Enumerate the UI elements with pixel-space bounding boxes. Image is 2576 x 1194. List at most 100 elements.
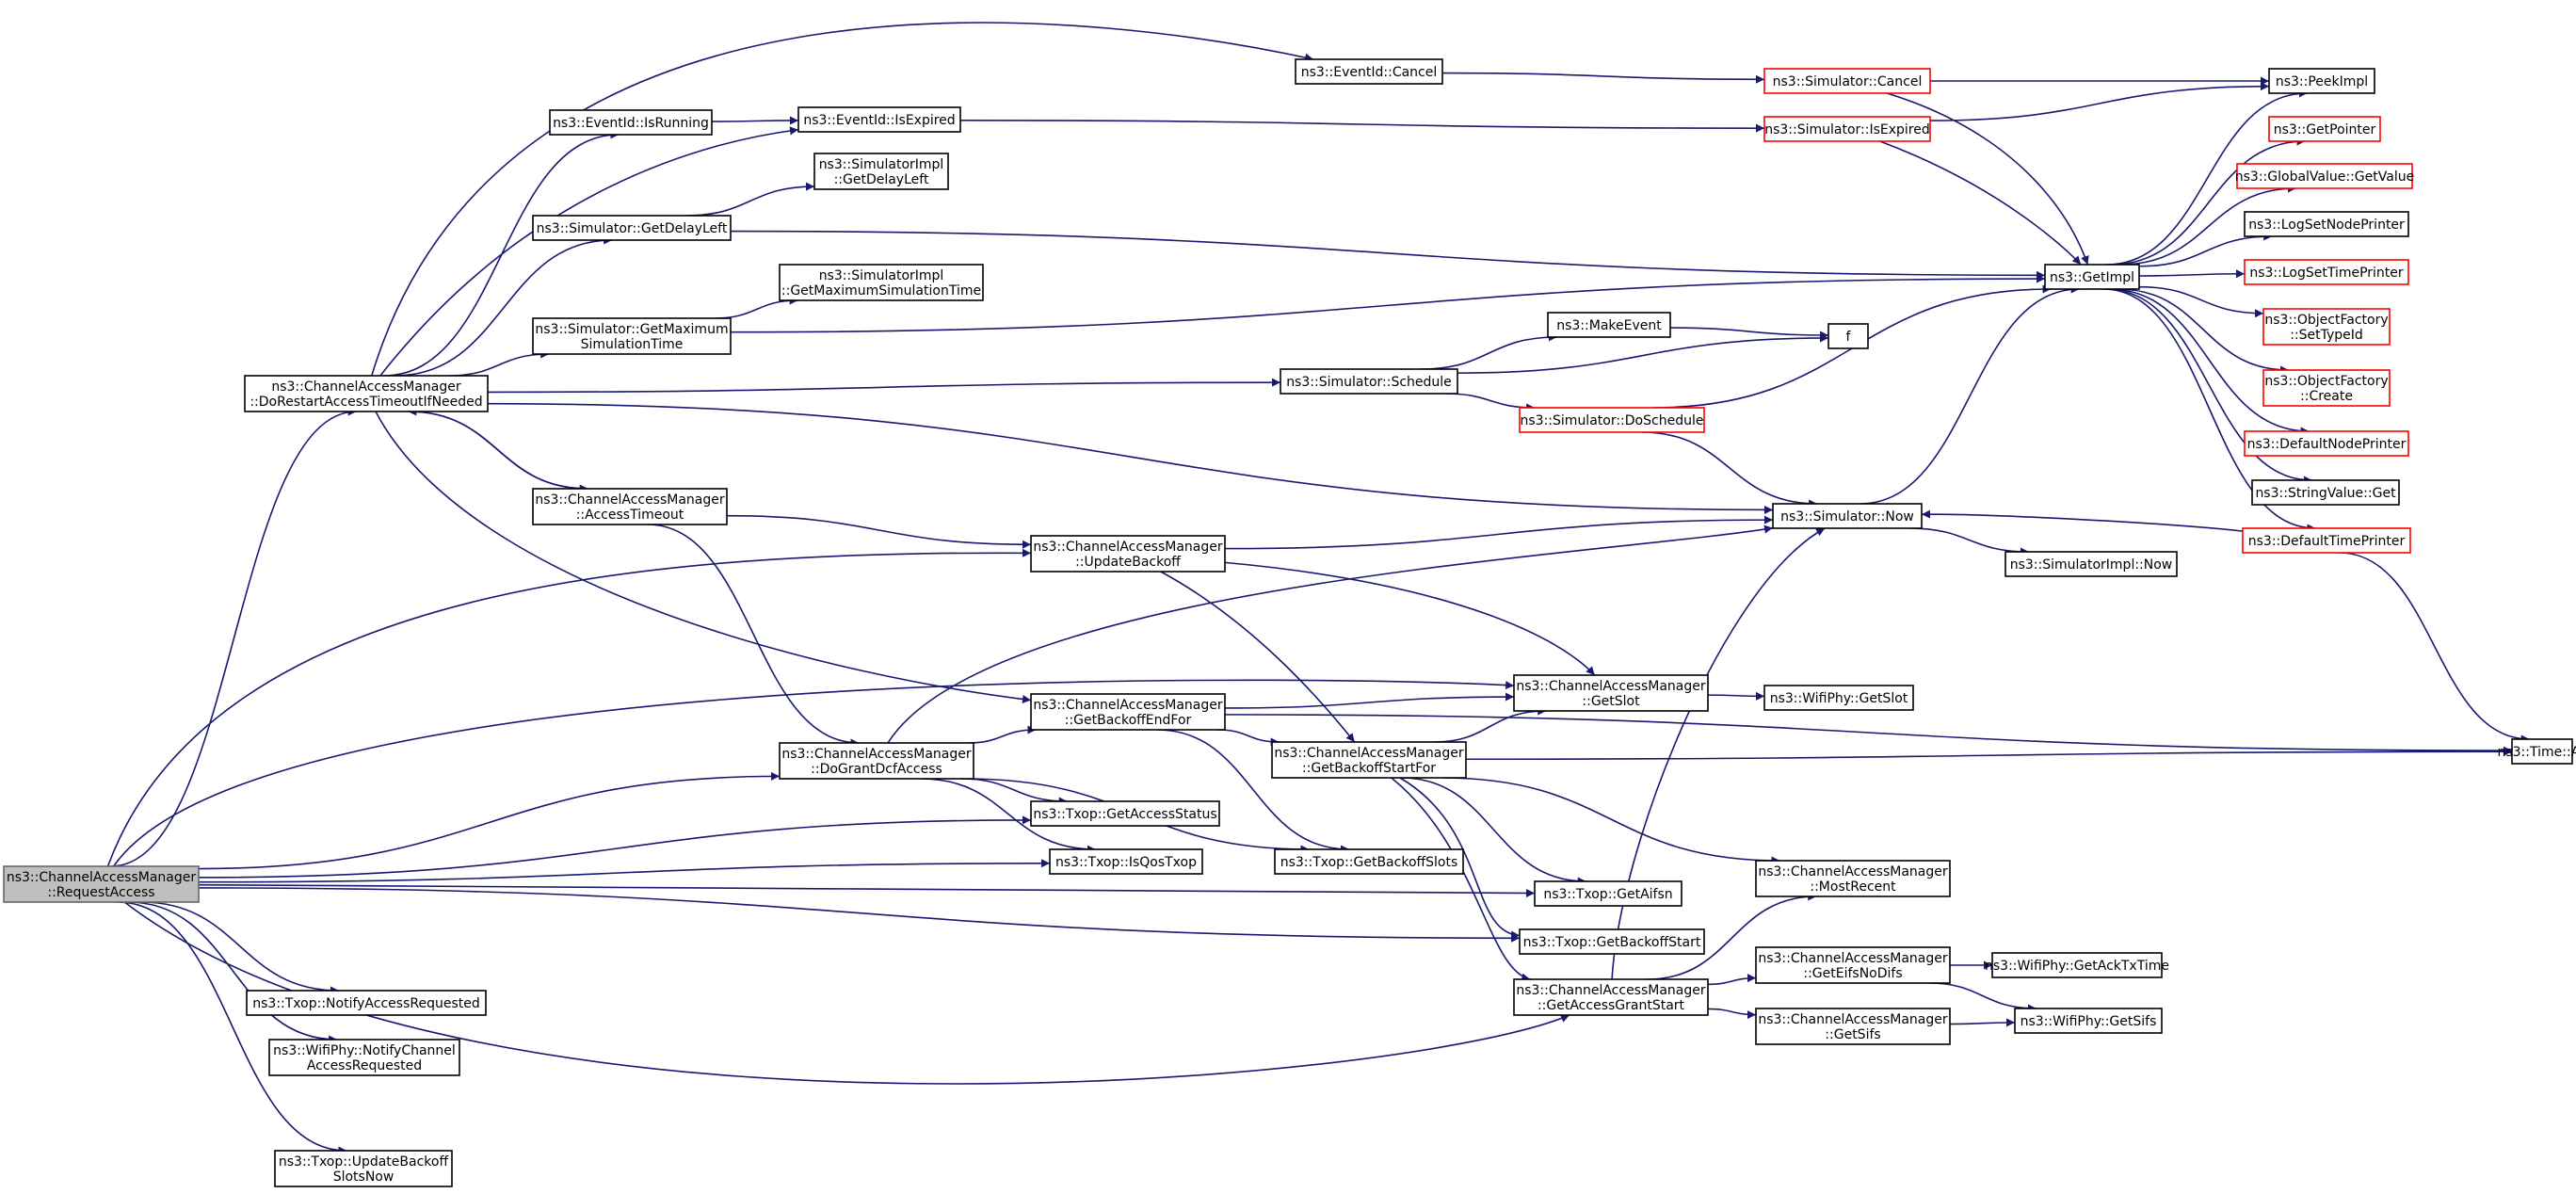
node-label: ::GetMaximumSimulationTime [781, 283, 981, 298]
node-get-slot[interactable]: ns3::ChannelAccessManager::GetSlot [1513, 674, 1709, 712]
node-txop-notify[interactable]: ns3::Txop::NotifyAccessRequested [246, 990, 487, 1016]
edge-get_access_grant-to-get_eifs [1707, 974, 1757, 986]
node-label: ns3::ChannelAccessManager [1033, 698, 1223, 713]
node-default-node-printer[interactable]: ns3::DefaultNodePrinter [2244, 430, 2409, 457]
node-label: ns3::ChannelAccessManager [1758, 951, 1948, 966]
node-access-timeout[interactable]: ns3::ChannelAccessManager::AccessTimeout [532, 488, 728, 525]
node-label: ns3::ChannelAccessManager [1516, 983, 1706, 998]
node-box [1030, 535, 1226, 573]
node-wifiphy-getslot[interactable]: ns3::WifiPhy::GetSlot [1763, 685, 1914, 711]
node-get-backoff-end[interactable]: ns3::ChannelAccessManager::GetBackoffEnd… [1030, 693, 1226, 731]
node-eventid-isexpired[interactable]: ns3::EventId::IsExpired [797, 106, 961, 133]
node-get-eifs[interactable]: ns3::ChannelAccessManager::GetEifsNoDifs [1755, 946, 1951, 984]
node-label: ::GetEifsNoDifs [1803, 966, 1902, 981]
node-txop-isqostxop[interactable]: ns3::Txop::IsQosTxop [1049, 848, 1203, 875]
node-box [1030, 800, 1220, 827]
node-get-impl[interactable]: ns3::GetImpl [2044, 264, 2140, 290]
node-sim-cancel[interactable]: ns3::Simulator::Cancel [1763, 68, 1931, 94]
node-get-sifs[interactable]: ns3::ChannelAccessManager::GetSifs [1755, 1008, 1951, 1045]
node-label: ns3::Txop::GetBackoffSlots [1280, 855, 1458, 870]
edge-get_impl-to-default_time_printer [2102, 288, 2316, 533]
node-sim-getmax[interactable]: ns3::Simulator::GetMaximumSimulationTime [532, 317, 732, 355]
node-label: ns3::Simulator::Now [1780, 509, 1914, 524]
edge-get_backoff_end-to-time_as [1224, 714, 2513, 755]
node-box [1547, 312, 1671, 338]
node-box [1772, 503, 1923, 529]
node-sim-doschedule[interactable]: ns3::Simulator::DoSchedule [1519, 407, 1705, 433]
node-label: ns3::ChannelAccessManager [1033, 540, 1223, 555]
node-txop-getbackoffstart[interactable]: ns3::Txop::GetBackoffStart [1519, 928, 1705, 955]
edge-get_backoff_start_for-to-txop_getbackoffstart [1399, 777, 1521, 940]
node-sim-schedule[interactable]: ns3::Simulator::Schedule [1280, 368, 1458, 395]
node-wifiphy-getsifs[interactable]: ns3::WifiPhy::GetSifs [2014, 1008, 2163, 1034]
node-request-access[interactable]: ns3::ChannelAccessManager::RequestAccess [3, 865, 200, 903]
node-get-pointer[interactable]: ns3::GetPointer [2268, 116, 2381, 142]
node-log-time-printer[interactable]: ns3::LogSetTimePrinter [2244, 259, 2409, 285]
node-f[interactable]: f [1827, 323, 1869, 349]
node-label: ns3::Time::As [2497, 745, 2576, 760]
edge-eventid_isexpired-to-sim_isexpired [959, 120, 1765, 133]
node-get-backoff-start-for[interactable]: ns3::ChannelAccessManager::GetBackoffSta… [1271, 741, 1467, 779]
edge-sim_cancel-to-get_impl [1887, 92, 2089, 266]
node-label: ns3::StringValue::Get [2255, 486, 2396, 501]
node-box [1519, 928, 1705, 955]
node-label: ::GetBackoffStartFor [1302, 761, 1436, 776]
node-label: ns3::ChannelAccessManager [1758, 1012, 1948, 1027]
node-eventid-cancel[interactable]: ns3::EventId::Cancel [1295, 58, 1443, 85]
node-label: ns3::WifiPhy::NotifyChannel [273, 1043, 456, 1058]
node-of-create[interactable]: ns3::ObjectFactory::Create [2262, 369, 2391, 407]
node-label: ns3::SimulatorImpl::Now [2010, 557, 2173, 573]
node-time-as[interactable]: ns3::Time::As [2497, 738, 2576, 765]
edge-do_restart-to-sim_getdelayleft [394, 235, 613, 377]
node-label: ::DoGrantDcfAccess [811, 762, 942, 777]
node-stringvalue-get[interactable]: ns3::StringValue::Get [2251, 479, 2400, 506]
node-make-event[interactable]: ns3::MakeEvent [1547, 312, 1671, 338]
node-box [813, 153, 949, 190]
edge-get_sifs-to-wifiphy_getsifs [1949, 1018, 2016, 1027]
node-label: ns3::EventId::IsExpired [803, 113, 955, 128]
node-label: ns3::DefaultNodePrinter [2247, 437, 2407, 452]
edge-sim_doschedule-to-sim_now [1641, 431, 1818, 508]
node-do-restart[interactable]: ns3::ChannelAccessManager::DoRestartAcce… [244, 375, 489, 412]
edge-do_restart-to-sim_schedule [487, 378, 1281, 394]
node-label: ns3::ChannelAccessManager [535, 492, 725, 508]
edge-update_backoff-to-sim_now [1224, 515, 1774, 550]
edge-get_impl-to-of_settypeid [2138, 285, 2264, 318]
node-simimpl-now[interactable]: ns3::SimulatorImpl::Now [2004, 551, 2178, 577]
node-label: ns3::LogSetNodePrinter [2248, 218, 2405, 233]
node-sim-isexpired[interactable]: ns3::Simulator::IsExpired [1763, 116, 1931, 142]
node-txop-getbackoffslots[interactable]: ns3::Txop::GetBackoffSlots [1274, 848, 1464, 875]
node-wifiphy-getacktxtime[interactable]: ns3::WifiPhy::GetAckTxTime [1985, 952, 2169, 978]
node-global-getvalue[interactable]: ns3::GlobalValue::GetValue [2235, 163, 2414, 189]
node-simimpl-getdelayleft[interactable]: ns3::SimulatorImpl::GetDelayLeft [813, 153, 949, 190]
node-txop-getaifsn[interactable]: ns3::Txop::GetAifsn [1534, 880, 1682, 907]
node-box [797, 106, 961, 133]
node-update-backoff[interactable]: ns3::ChannelAccessManager::UpdateBackoff [1030, 535, 1226, 573]
node-label: ns3::SimulatorImpl [819, 157, 944, 172]
edge-make_event-to-f [1669, 327, 1829, 340]
node-of-settypeid[interactable]: ns3::ObjectFactory::SetTypeId [2262, 308, 2391, 346]
node-layer: ns3::ChannelAccessManager::RequestAccess… [3, 58, 2576, 1187]
node-label: ns3::MakeEvent [1556, 318, 1662, 333]
edge-get_impl-to-default_node_printer [2109, 288, 2310, 436]
node-most-recent[interactable]: ns3::ChannelAccessManager::MostRecent [1755, 860, 1951, 897]
node-label: ns3::GetImpl [2050, 270, 2134, 285]
node-txop-getaccessstatus[interactable]: ns3::Txop::GetAccessStatus [1030, 800, 1220, 827]
node-do-grant[interactable]: ns3::ChannelAccessManager::DoGrantDcfAcc… [779, 742, 974, 780]
node-peek-impl[interactable]: ns3::PeekImpl [2268, 68, 2375, 94]
node-wifiphy-notify[interactable]: ns3::WifiPhy::NotifyChannelAccessRequest… [268, 1039, 460, 1076]
edge-sim_getdelayleft-to-simimpl_getdelayleft [685, 182, 815, 217]
node-label: ns3::WifiPhy::GetAckTxTime [1985, 959, 2169, 974]
node-get-access-grant[interactable]: ns3::ChannelAccessManager::GetAccessGran… [1513, 978, 1709, 1016]
node-sim-getdelayleft[interactable]: ns3::Simulator::GetDelayLeft [532, 215, 732, 241]
edge-get_impl-to-stringvalue_get [2105, 288, 2312, 485]
node-eventid-isrunning[interactable]: ns3::EventId::IsRunning [549, 109, 713, 136]
node-sim-now[interactable]: ns3::Simulator::Now [1772, 503, 1923, 529]
node-box [1280, 368, 1458, 395]
edge-get_impl-to-of_create [2117, 288, 2289, 375]
node-box [1755, 860, 1951, 897]
node-log-node-printer[interactable]: ns3::LogSetNodePrinter [2244, 211, 2409, 237]
node-default-time-printer[interactable]: ns3::DefaultTimePrinter [2242, 527, 2411, 554]
node-simimpl-getmax[interactable]: ns3::SimulatorImpl::GetMaximumSimulation… [779, 264, 984, 301]
